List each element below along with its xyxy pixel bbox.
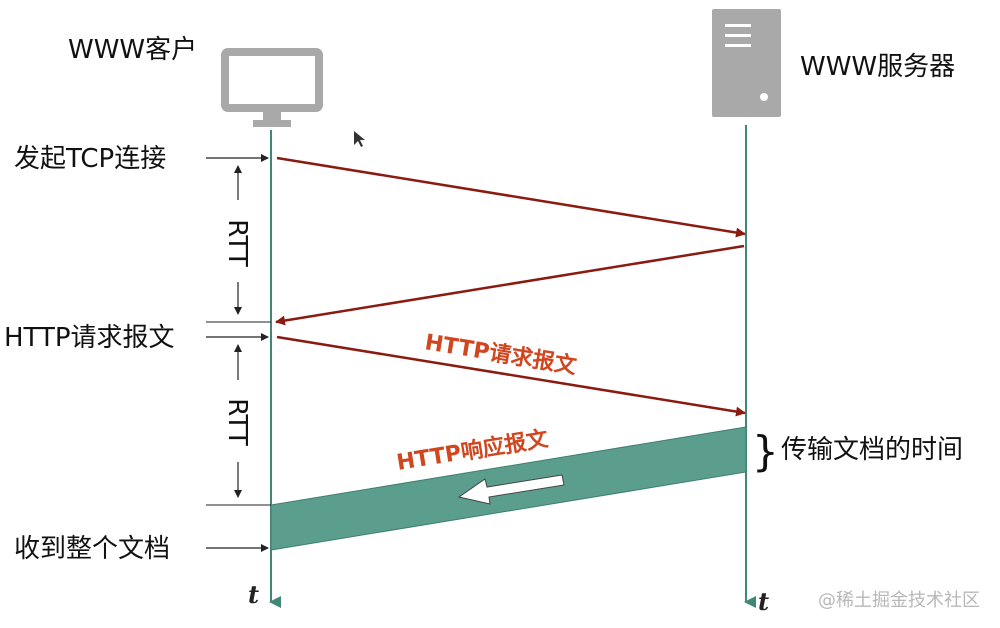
- server-label: WWW服务器: [800, 52, 955, 82]
- tcp-connect-label: 发起TCP连接: [14, 144, 166, 174]
- http-request-arrow-label: HTTP请求报文: [423, 329, 579, 379]
- receive-doc-label: 收到整个文档: [14, 534, 170, 564]
- client-label: WWW客户: [68, 35, 197, 65]
- tcp-syn-arrow: [276, 156, 746, 238]
- rtt-label: RTT: [222, 219, 252, 267]
- response-direction-arrow: [457, 474, 565, 505]
- http-request-arrow: [276, 335, 746, 417]
- transfer-time-brace: }: [752, 427, 779, 476]
- server-tower-icon: [712, 9, 781, 117]
- monitor-icon: [221, 48, 323, 127]
- mouse-pointer-icon: [354, 131, 365, 147]
- tcp-ack-arrow: [275, 244, 745, 326]
- time-axis-label: t: [758, 587, 769, 616]
- http-request-left-label: HTTP请求报文: [4, 323, 175, 353]
- time-axis-label: t: [248, 580, 259, 609]
- watermark: @稀土掘金技术社区: [818, 590, 980, 611]
- transfer-time-label: 传输文档的时间: [781, 435, 963, 465]
- rtt-label: RTT: [222, 398, 252, 446]
